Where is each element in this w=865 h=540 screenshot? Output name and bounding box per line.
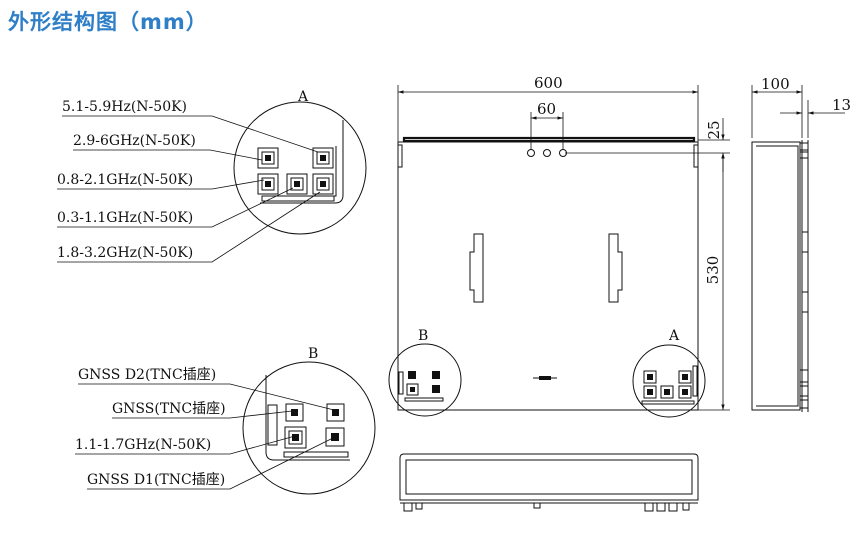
detail-a-circle [233, 101, 367, 235]
detail-a-connectors [257, 147, 334, 195]
top-rail [402, 136, 696, 143]
front-circle-b [388, 343, 462, 417]
front-mark-a: A [668, 328, 680, 344]
detail-b-leaders [75, 383, 335, 490]
front-view: 600 60 25 530 B [388, 74, 730, 418]
mounting-bracket-right [608, 233, 623, 303]
top-offset-dimension: 25 [705, 120, 723, 139]
detail-b-connectors [284, 403, 345, 449]
top-connector-middle [543, 149, 551, 157]
detail-b-label-3: 1.1-1.7GHz(N-50K) [75, 437, 211, 453]
front-circle-a [632, 344, 706, 418]
detail-b: B GNSS D2(TNC插座) GNSS(TNC插座) 1.1-1.7GHz(… [75, 346, 376, 495]
front-panel-outline [397, 141, 699, 411]
detail-a-label-5: 1.8-3.2GHz(N-50K) [57, 245, 193, 261]
depth-dimension: 100 [761, 75, 790, 93]
top-connector-left [527, 149, 535, 157]
side-body-outline [751, 141, 801, 411]
detail-a: A 5.1-5.9Hz(N-50K) 2.9-6GHz(N-50K) 0.8-2… [57, 89, 367, 263]
connector-spacing-dimension: 60 [537, 100, 556, 118]
front-connectors-a [641, 365, 698, 405]
detail-a-label-1: 5.1-5.9Hz(N-50K) [62, 99, 187, 115]
detail-a-label-2: 2.9-6GHz(N-50K) [73, 133, 196, 149]
detail-a-caption: A [297, 89, 309, 105]
detail-b-circle [242, 361, 376, 495]
detail-a-label-4: 0.3-1.1GHz(N-50K) [57, 210, 193, 226]
detail-a-label-3: 0.8-2.1GHz(N-50K) [57, 172, 193, 188]
bottom-body-outline [399, 453, 699, 501]
detail-b-label-2: GNSS(TNC插座) [112, 401, 226, 417]
height-dimension: 530 [704, 256, 722, 285]
detail-b-caption: B [308, 346, 318, 362]
detail-a-housing-edge [260, 120, 344, 204]
mounting-bracket-left [469, 233, 484, 303]
front-connectors-b [398, 371, 444, 402]
detail-b-label-4: GNSS D1(TNC插座) [87, 472, 225, 488]
flange-dimension: 13 [832, 96, 851, 114]
side-view: 100 13 [751, 75, 851, 412]
bottom-view [399, 453, 699, 512]
top-connector-right [559, 149, 567, 157]
detail-b-housing-edge [265, 375, 350, 461]
detail-b-label-1: GNSS D2(TNC插座) [78, 367, 216, 383]
width-dimension: 600 [534, 74, 563, 92]
page-title: 外形结构图（mm） [8, 10, 208, 34]
side-connector-stubs [799, 142, 809, 409]
front-mark-b: B [418, 328, 428, 344]
bottom-connector-stubs [403, 502, 690, 512]
detail-a-leaders [57, 115, 321, 263]
